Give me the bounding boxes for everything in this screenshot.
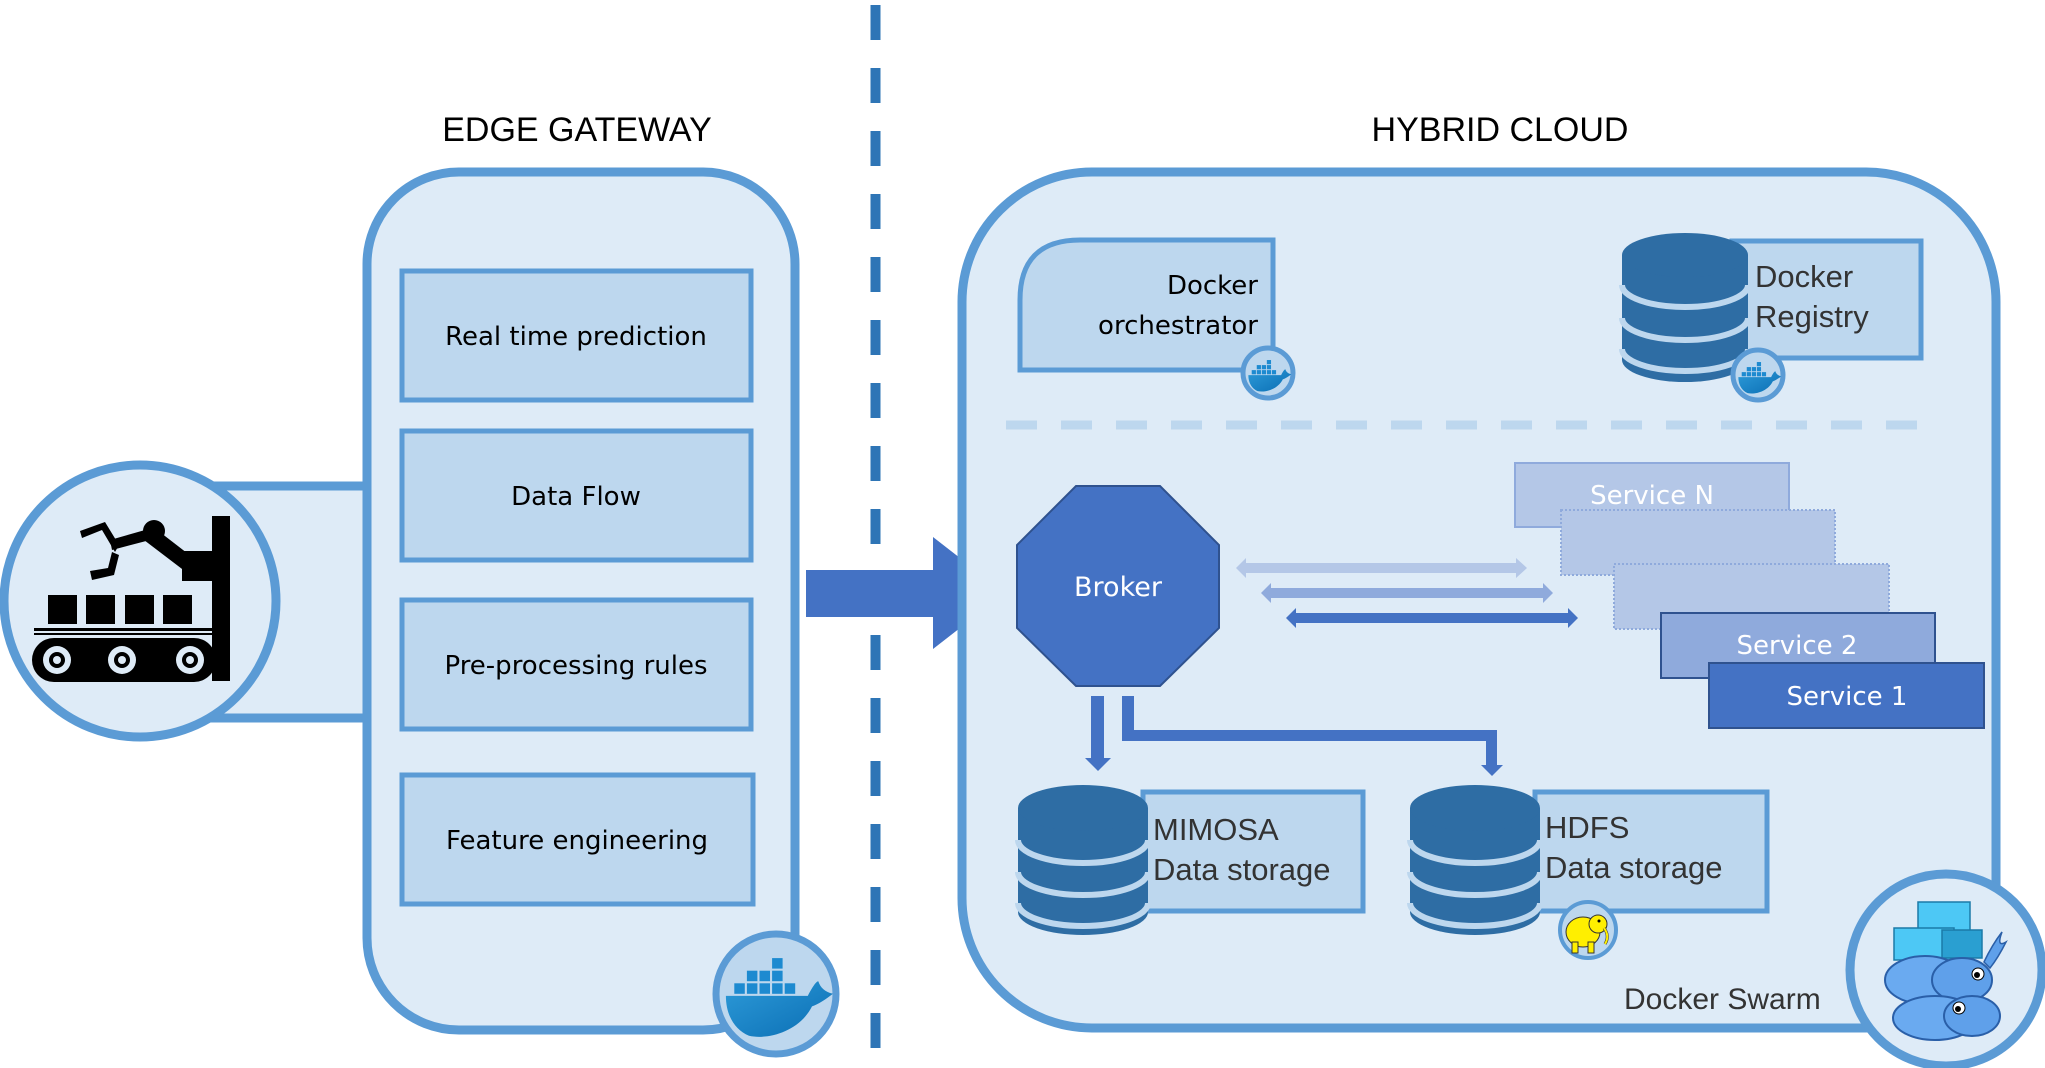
hdfs-database-icon [1407, 785, 1543, 935]
edge-docker-badge [712, 930, 840, 1058]
edge-to-cloud-arrow [806, 537, 1005, 649]
mimosa-label-line2: Data storage [1153, 852, 1331, 887]
docker-swarm-icon [1884, 901, 2008, 1041]
edge-module-feature-engineering[interactable]: Feature engineering [399, 772, 756, 907]
registry-database-icon [1619, 233, 1751, 382]
broker-service-n-arrow [1236, 558, 1527, 578]
registry-docker-badge [1730, 347, 1786, 403]
edge-module-label: Real time prediction [445, 322, 707, 352]
registry-label-line2: Registry [1755, 299, 1869, 334]
orchestrator-docker-badge [1240, 345, 1296, 401]
edge-module-real-time-prediction[interactable]: Real time prediction [399, 268, 754, 403]
edge-module-label: Feature engineering [446, 826, 708, 856]
industrial-device [0, 460, 281, 742]
edge-module-label: Pre-processing rules [444, 651, 707, 681]
broker-service-1-arrow [1286, 608, 1578, 628]
broker-label: Broker [1074, 572, 1163, 603]
docker-swarm-label: Docker Swarm [1624, 983, 1821, 1016]
hadoop-elephant-icon [1565, 914, 1609, 954]
broker-to-hdfs-arrow [1122, 696, 1503, 776]
edge-module-pre-processing-rules[interactable]: Pre-processing rules [399, 597, 754, 732]
mimosa-label-line1: MIMOSA [1153, 812, 1279, 847]
docker-registry[interactable]: Docker Registry [1619, 233, 1924, 403]
broker-service-2-arrow [1261, 583, 1553, 603]
orchestrator-label-line1: Docker [1167, 271, 1258, 301]
edge-module-label: Data Flow [511, 482, 641, 512]
hybrid-cloud-title: HYBRID CLOUD [1372, 111, 1629, 149]
hdfs-label-line1: HDFS [1545, 810, 1629, 845]
service-label: Service 2 [1737, 631, 1858, 661]
service-1[interactable]: Service 1 [1708, 662, 1985, 729]
hadoop-badge [1558, 900, 1618, 960]
docker-orchestrator[interactable]: Docker orchestrator [1017, 237, 1296, 401]
docker-swarm-badge [1845, 869, 2045, 1068]
service-label: Service 1 [1787, 682, 1908, 712]
mimosa-data-storage[interactable]: MIMOSA Data storage [1015, 785, 1366, 935]
hdfs-data-storage[interactable]: HDFS Data storage [1407, 785, 1770, 960]
broker[interactable]: Broker [1016, 485, 1220, 687]
orchestrator-label-line2: orchestrator [1098, 311, 1258, 341]
edge-gateway-title: EDGE GATEWAY [442, 111, 712, 149]
factory-robot-conveyor-icon [32, 516, 230, 682]
edge-module-data-flow[interactable]: Data Flow [399, 428, 754, 563]
broker-to-mimosa-arrow [1085, 696, 1111, 771]
mimosa-database-icon [1015, 785, 1151, 935]
hdfs-label-line2: Data storage [1545, 850, 1723, 885]
registry-label-line1: Docker [1755, 259, 1853, 294]
service-label: Service N [1590, 481, 1714, 511]
